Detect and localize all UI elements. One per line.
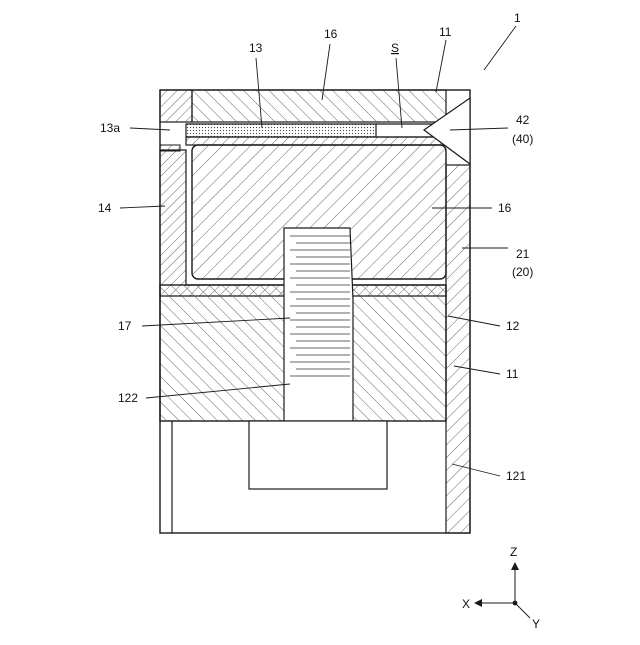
ref-20: (20) — [512, 265, 533, 279]
axis-indicator: Z X Y — [462, 545, 540, 631]
right-wall-21 — [446, 165, 470, 533]
ref-13: 13 — [249, 41, 263, 55]
ref-S: S — [391, 41, 399, 55]
ref-11-top: 11 — [439, 25, 452, 39]
ref-17: 17 — [118, 319, 132, 333]
sheet-13 — [186, 124, 376, 137]
ref-1: 1 — [514, 11, 521, 25]
ref-21: 21 — [516, 247, 530, 261]
ref-121: 121 — [506, 469, 526, 483]
ref-40: (40) — [512, 132, 533, 146]
ref-12: 12 — [506, 319, 520, 333]
axis-x-label: X — [462, 597, 470, 611]
left-upper-block — [160, 145, 180, 151]
ref-122: 122 — [118, 391, 138, 405]
ref-13a: 13a — [100, 121, 120, 135]
axis-y-label: Y — [532, 617, 540, 631]
top-left-block — [160, 90, 192, 122]
ref-42: 42 — [516, 113, 530, 127]
ref-11-right: 11 — [506, 367, 519, 381]
ref-14: 14 — [98, 201, 112, 215]
axis-z-label: Z — [510, 545, 517, 559]
plate — [186, 137, 446, 145]
recess-121 — [249, 421, 387, 489]
ref-16-top: 16 — [324, 27, 338, 41]
top-cover-16 — [192, 90, 446, 122]
bolt-threads — [290, 236, 350, 376]
ref-16-mid: 16 — [498, 201, 512, 215]
